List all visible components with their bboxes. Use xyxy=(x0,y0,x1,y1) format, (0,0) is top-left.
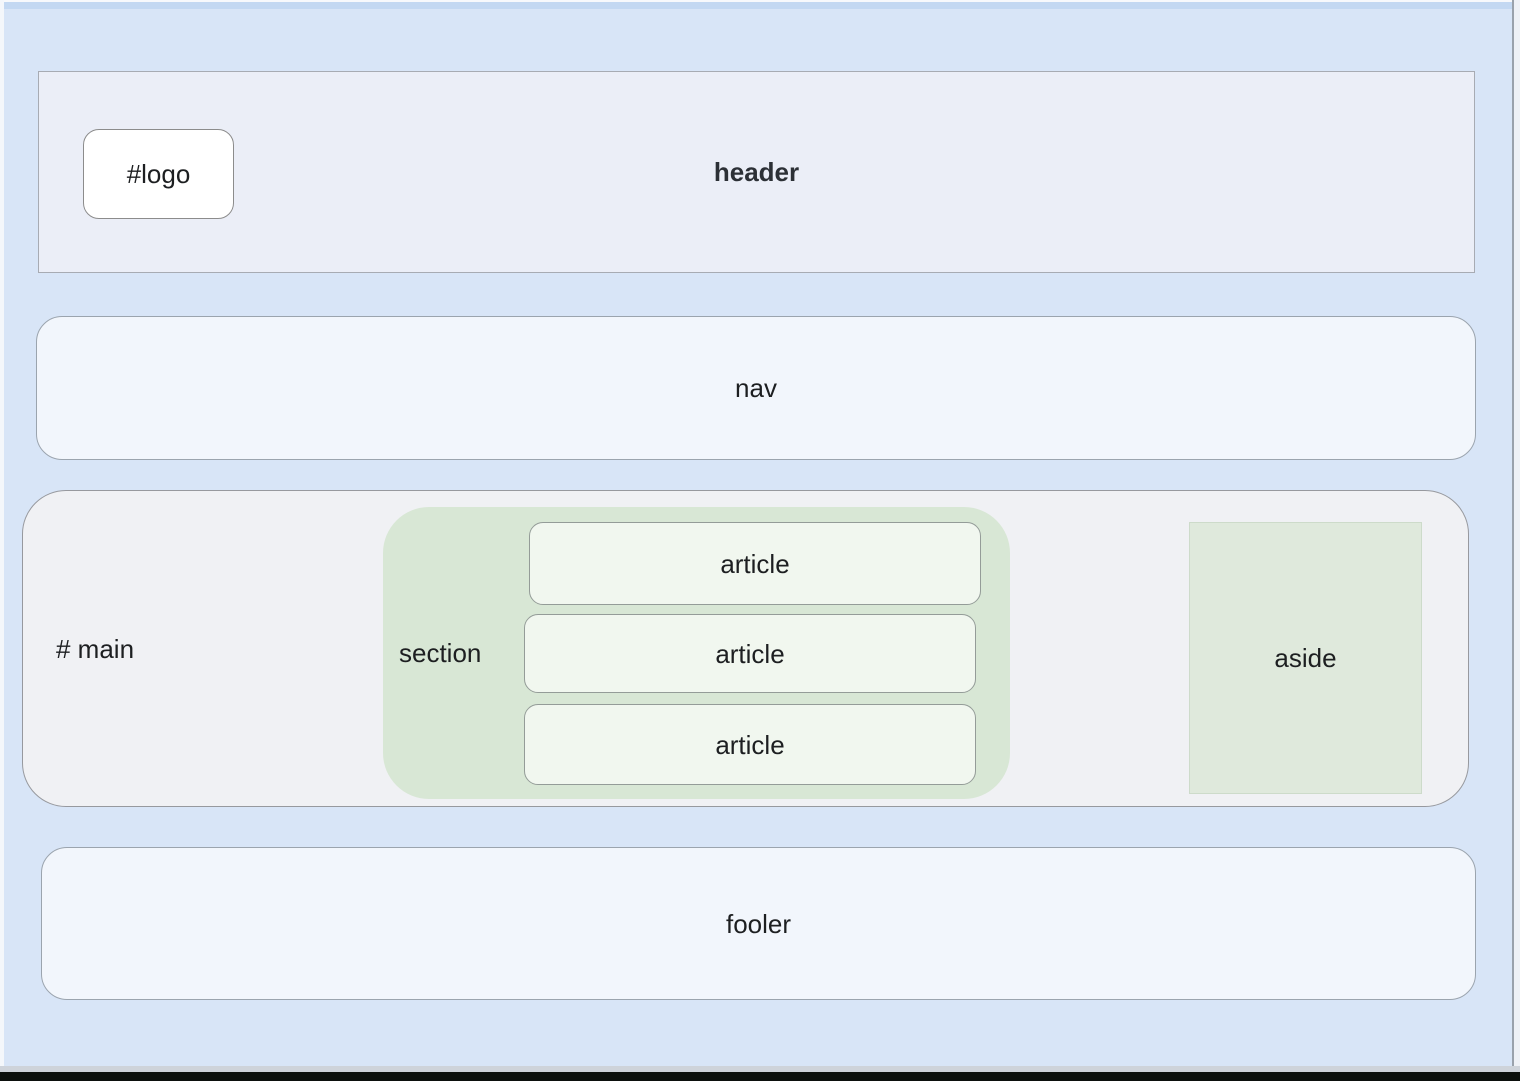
footer-label: fooler xyxy=(725,908,792,939)
top-edge-highlight xyxy=(0,0,1520,2)
bottom-dark-bar xyxy=(0,1072,1520,1081)
section-label: section xyxy=(399,638,482,668)
top-edge-band xyxy=(0,2,1520,9)
footer-box: fooler xyxy=(41,847,1476,1000)
nav-label: nav xyxy=(735,373,777,403)
header-box: #logo header xyxy=(38,71,1475,273)
article-label: article xyxy=(720,548,790,579)
article-box: article xyxy=(529,522,981,605)
article-box: article xyxy=(524,704,976,785)
main-label: # main xyxy=(56,633,135,664)
header-label: header xyxy=(713,157,800,187)
bottom-edge-strip xyxy=(0,1066,1520,1072)
section-box: section article article article xyxy=(383,507,1010,799)
aside-label: aside xyxy=(1274,643,1337,673)
article-label: article xyxy=(715,638,785,669)
aside-box: aside xyxy=(1189,522,1422,794)
main-box: # main section article article article a… xyxy=(22,490,1469,807)
article-box: article xyxy=(524,614,976,693)
nav-box: nav xyxy=(36,316,1476,460)
right-edge-line xyxy=(1512,0,1514,1066)
logo-label: #logo xyxy=(126,159,191,189)
article-label: article xyxy=(715,729,785,760)
logo-box: #logo xyxy=(83,129,234,219)
right-edge-margin xyxy=(1514,0,1520,1066)
left-edge-strip xyxy=(0,0,4,1066)
